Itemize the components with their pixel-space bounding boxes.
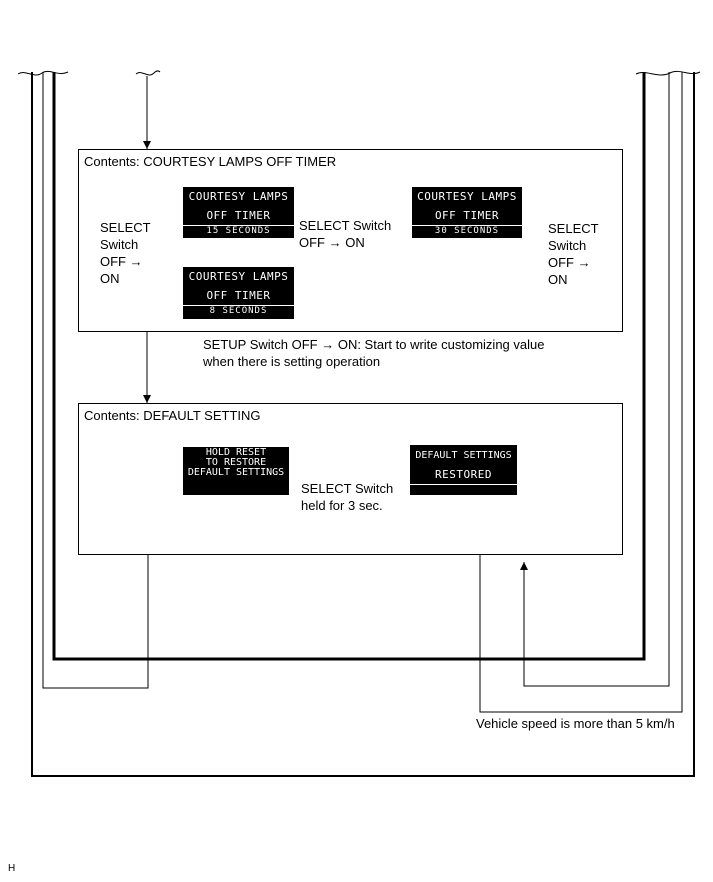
select-switch-middle-label: SELECT Switch OFF → ON xyxy=(299,218,392,250)
screen-line: OFF TIMER xyxy=(206,209,271,222)
vehicle-speed-note: Vehicle speed is more than 5 km/h xyxy=(476,716,675,731)
screen-line: DEFAULT SETTINGS xyxy=(415,450,512,461)
break-mark-right xyxy=(635,70,701,76)
break-mark-left xyxy=(17,70,69,76)
screen-line: OFF TIMER xyxy=(206,289,271,302)
screen-line: RESTORED xyxy=(435,468,492,481)
default-setting-title: Contents: DEFAULT SETTING xyxy=(84,408,261,423)
screen-blank-row xyxy=(410,484,517,496)
speed-loop-line xyxy=(479,72,683,713)
screen-30-seconds: COURTESY LAMPS OFF TIMER 30 SECONDS xyxy=(412,187,522,238)
return-loop-line xyxy=(42,72,149,689)
screen-15-seconds: COURTESY LAMPS OFF TIMER 15 SECONDS xyxy=(183,187,294,238)
reference-mark: H xyxy=(8,863,16,874)
inner-loop-line xyxy=(52,72,646,661)
screen-line: COURTESY LAMPS xyxy=(417,190,517,203)
screen-value: 15 SECONDS xyxy=(183,225,294,237)
hold-reset-screen: HOLD RESET TO RESTORE DEFAULT SETTINGS xyxy=(183,447,289,495)
screen-line: COURTESY LAMPS xyxy=(188,270,289,283)
screen-line: OFF TIMER xyxy=(434,209,500,222)
select-switch-left-label: SELECT Switch OFF → ON xyxy=(100,220,151,286)
screen-line: HOLD RESET xyxy=(205,447,267,458)
courtesy-lamps-box: Contents: COURTESY LAMPS OFF TIMER xyxy=(78,149,623,332)
break-mark-center xyxy=(135,70,161,76)
setup-switch-note: SETUP Switch OFF → ON: Start to write cu… xyxy=(203,337,545,369)
select-switch-held-label: SELECT Switch held for 3 sec. xyxy=(301,481,394,513)
screen-line: TO RESTORE xyxy=(205,457,267,468)
courtesy-lamps-title: Contents: COURTESY LAMPS OFF TIMER xyxy=(84,154,337,169)
screen-value: 8 SECONDS xyxy=(183,305,294,317)
back-arrow-line xyxy=(520,72,670,687)
screen-line: DEFAULT SETTINGS xyxy=(187,467,285,478)
screen-8-seconds: COURTESY LAMPS OFF TIMER 8 SECONDS xyxy=(183,267,294,319)
select-switch-right-label: SELECT Switch OFF → ON xyxy=(548,221,599,287)
outer-loop-line xyxy=(31,72,695,777)
default-setting-box: Contents: DEFAULT SETTING xyxy=(78,403,623,555)
screen-value: 30 SECONDS xyxy=(412,225,522,237)
screen-line: COURTESY LAMPS xyxy=(188,190,289,203)
defaults-restored-screen: DEFAULT SETTINGS RESTORED xyxy=(410,445,517,495)
